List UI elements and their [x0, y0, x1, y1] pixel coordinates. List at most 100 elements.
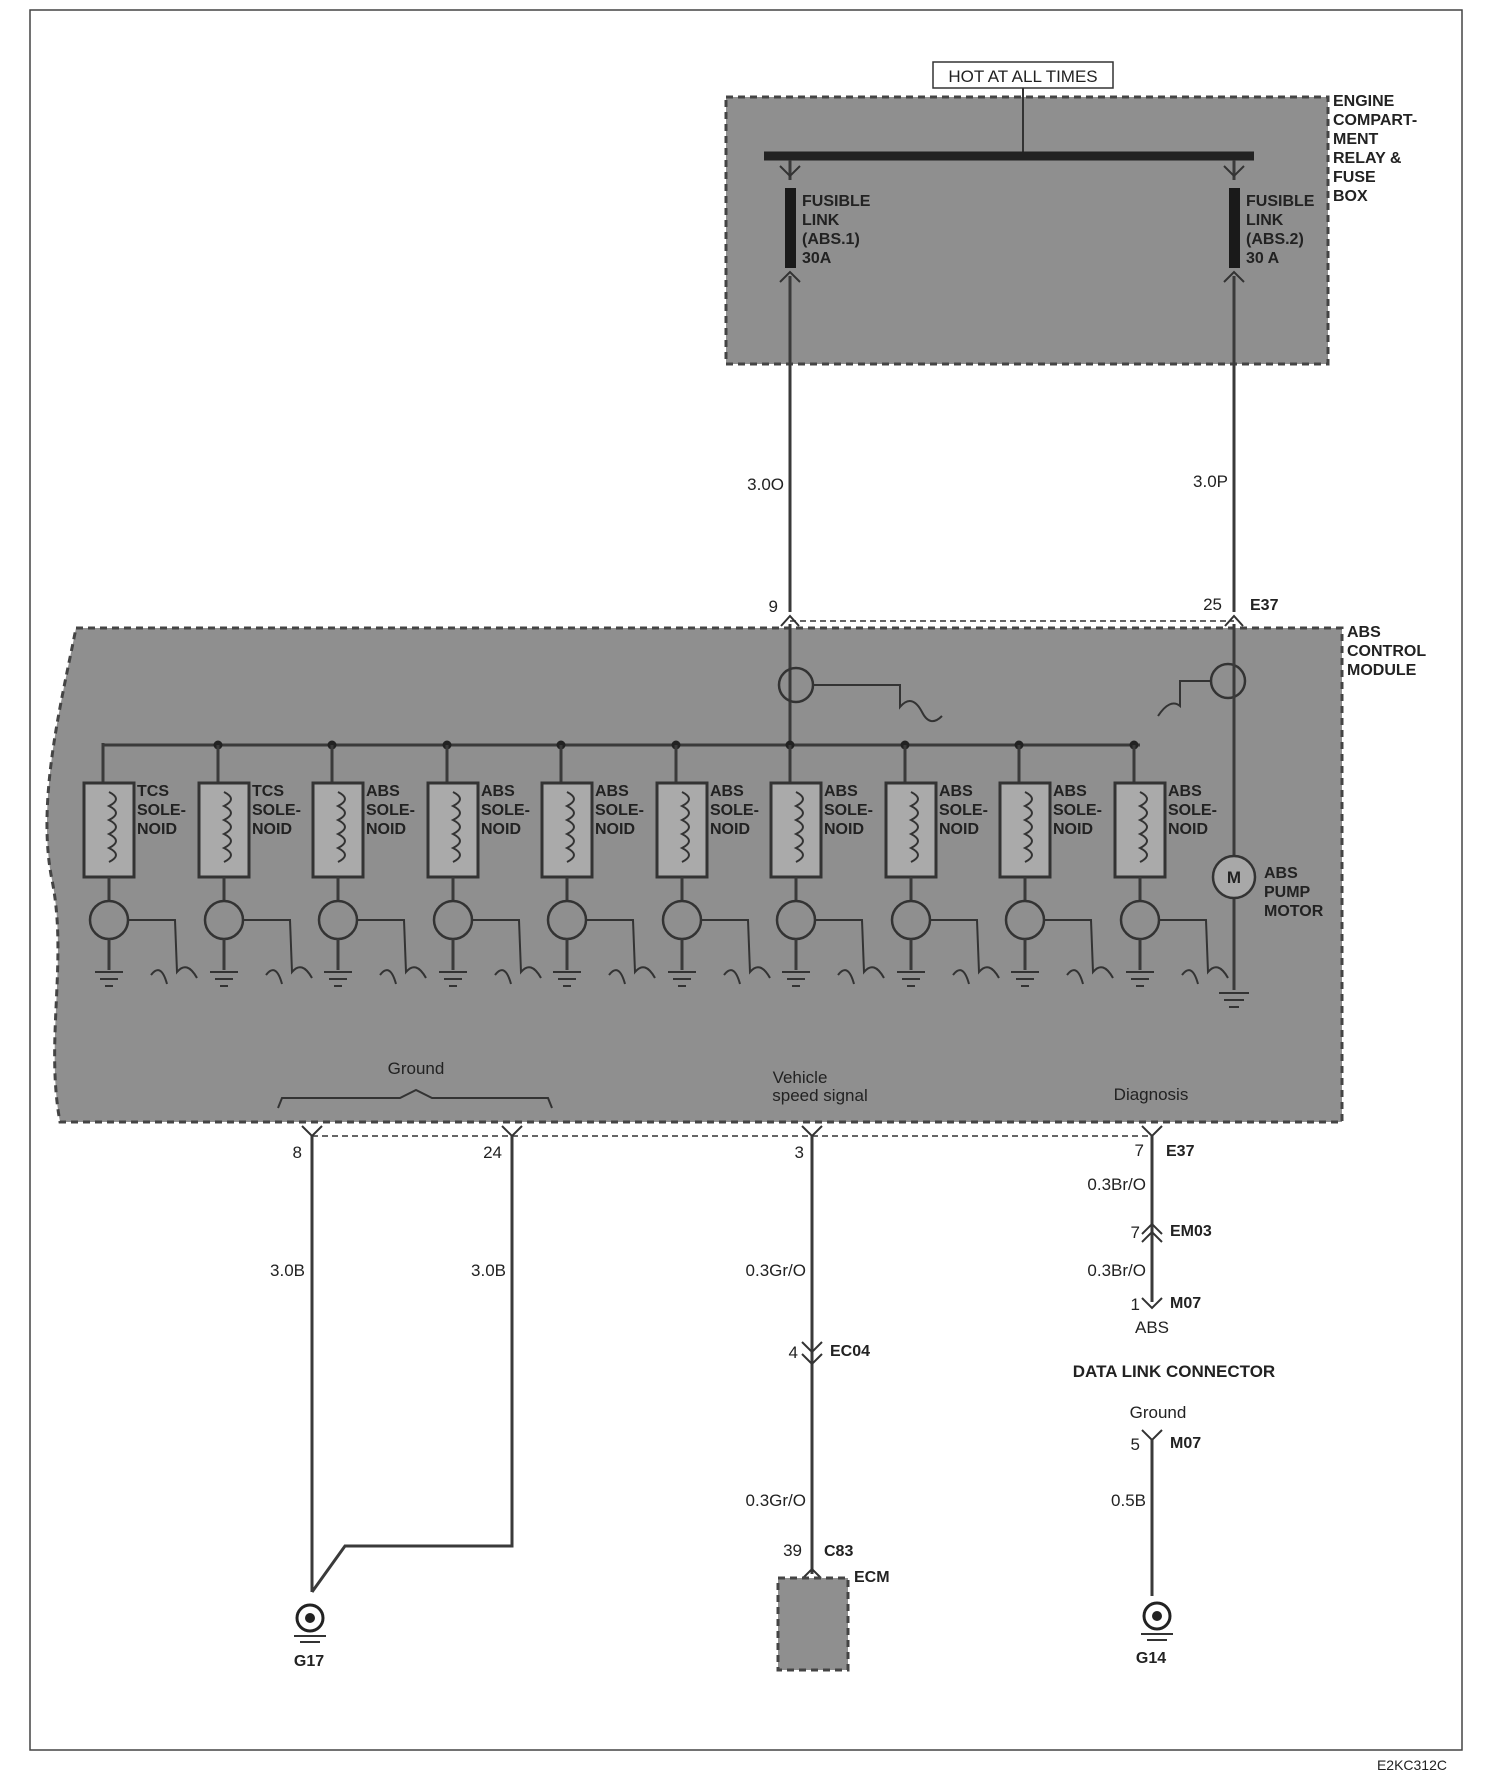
- transistor-control-trace: [472, 919, 542, 979]
- solenoid-label-line: ABS: [595, 783, 629, 800]
- solenoid-label-line: ABS: [366, 783, 400, 800]
- control-signal-curve: [494, 969, 512, 985]
- solenoid-label-line: SOLE-: [137, 802, 186, 819]
- solenoid-box: [82, 781, 136, 879]
- fuse1-label-2: (ABS.1): [802, 231, 860, 248]
- solenoid-box: [998, 781, 1052, 879]
- fuse2-label-2: (ABS.2): [1246, 231, 1304, 248]
- pin8-number: 8: [293, 1143, 302, 1162]
- solenoid-coil-icon: [679, 791, 690, 863]
- fuse-box: [724, 95, 1330, 366]
- wire-pin9-label: 3.0O: [747, 475, 784, 494]
- wire-pin3-label-a: 0.3Gr/O: [746, 1261, 806, 1280]
- wire-pin24-label: 3.0B: [471, 1261, 506, 1280]
- solenoid-label-line: NOID: [481, 821, 521, 838]
- solenoid-label-line: NOID: [366, 821, 406, 838]
- fuse1-label-3: 30A: [802, 250, 832, 267]
- solenoid-box: [197, 781, 251, 879]
- hot-at-all-times-label: HOT AT ALL TIMES: [948, 67, 1097, 86]
- solenoid-box: [769, 781, 823, 879]
- solenoid-box: [655, 781, 709, 879]
- solenoid-label-line: SOLE-: [824, 802, 873, 819]
- m07-ground-sub: Ground: [1130, 1403, 1187, 1422]
- ec04-terminal-a: [801, 1341, 823, 1354]
- fuse-box-label-2: MENT: [1333, 131, 1379, 148]
- solenoid-coil-icon: [564, 791, 575, 863]
- solenoid-label-line: SOLE-: [939, 802, 988, 819]
- m07-abs-sub: ABS: [1135, 1318, 1169, 1337]
- ground-brace: [277, 1088, 553, 1109]
- data-link-connector-label: DATA LINK CONNECTOR: [1073, 1362, 1275, 1381]
- fuse2-bottom-terminal: [1223, 270, 1245, 283]
- solenoid-label-line: ABS: [481, 783, 515, 800]
- ecm-box: [776, 1576, 850, 1672]
- fuse-box-label-5: BOX: [1333, 188, 1368, 205]
- m07-ground-label: M07: [1170, 1435, 1201, 1452]
- transistor-control-trace: [128, 919, 198, 979]
- solenoid-box: [884, 781, 938, 879]
- wire-pin25-label: 3.0P: [1193, 472, 1228, 491]
- fuse1-label-0: FUSIBLE: [802, 193, 871, 210]
- wire-pin7-label-a: 0.3Br/O: [1087, 1175, 1146, 1194]
- pump-motor-label-1: PUMP: [1264, 884, 1311, 901]
- solenoid-coil-icon: [908, 791, 919, 863]
- solenoid-label-line: ABS: [1053, 783, 1087, 800]
- pump-motor-label-2: MOTOR: [1264, 903, 1324, 920]
- g17-label: G17: [294, 1653, 324, 1670]
- solenoid-label-line: NOID: [1168, 821, 1208, 838]
- pin7-number: 7: [1135, 1141, 1144, 1160]
- fuse2-label-3: 30 A: [1246, 250, 1280, 267]
- e37-bottom-label: E37: [1166, 1143, 1195, 1160]
- fuse2-label-1: LINK: [1246, 212, 1284, 229]
- control-signal-curve: [723, 969, 741, 985]
- solenoid-coil-icon: [106, 791, 117, 863]
- ec04-pin: 4: [789, 1343, 798, 1362]
- fuse2-top-terminal: [1223, 165, 1245, 178]
- pin9-terminal: [780, 614, 800, 627]
- transistor-control-trace: [586, 919, 656, 979]
- solenoid-box: [426, 781, 480, 879]
- pump-motor-label-0: ABS: [1264, 865, 1298, 882]
- solenoid-box: [1113, 781, 1167, 879]
- page-frame: [29, 9, 1463, 1751]
- pin24-number: 24: [483, 1143, 502, 1162]
- em03-label: EM03: [1170, 1223, 1212, 1240]
- solenoid-label-line: ABS: [710, 783, 744, 800]
- control-signal-curve: [150, 969, 168, 985]
- wire-pin7-label-b: 0.3Br/O: [1087, 1261, 1146, 1280]
- g17-ground-symbol: [294, 1603, 326, 1643]
- diagnosis-label: Diagnosis: [1114, 1085, 1189, 1104]
- solenoid-label-line: TCS: [137, 783, 169, 800]
- abs-module-label-1: CONTROL: [1347, 643, 1426, 660]
- control-signal-curve: [265, 969, 283, 985]
- m07-abs-label: M07: [1170, 1295, 1201, 1312]
- pin9-number: 9: [769, 597, 778, 616]
- control-signal-curve: [379, 969, 397, 985]
- fusible-link-abs2: [1229, 188, 1240, 268]
- pump-transistor-control: [1157, 680, 1211, 717]
- solenoid-box: [540, 781, 594, 879]
- control-signal-curve: [608, 969, 626, 985]
- solenoid-box: [311, 781, 365, 879]
- solenoid-coil-icon: [1022, 791, 1033, 863]
- fuse-box-label-0: ENGINE: [1333, 93, 1395, 110]
- c83-terminal: [802, 1567, 822, 1579]
- wire-pin3-label-b: 0.3Gr/O: [746, 1491, 806, 1510]
- ec04-label: EC04: [830, 1343, 870, 1360]
- pump-motor-symbol: [1211, 854, 1257, 900]
- solenoid-label-line: SOLE-: [710, 802, 759, 819]
- solenoid-label-line: NOID: [824, 821, 864, 838]
- solenoid-label-line: TCS: [252, 783, 284, 800]
- solenoid-unit: ABS SOLE- NOID: [769, 740, 885, 987]
- solenoid-label-line: NOID: [252, 821, 292, 838]
- ecm-label: ECM: [854, 1569, 890, 1586]
- solenoid-label-line: ABS: [824, 783, 858, 800]
- g14-ground-symbol: [1141, 1601, 1173, 1641]
- ground-label: Ground: [388, 1059, 445, 1078]
